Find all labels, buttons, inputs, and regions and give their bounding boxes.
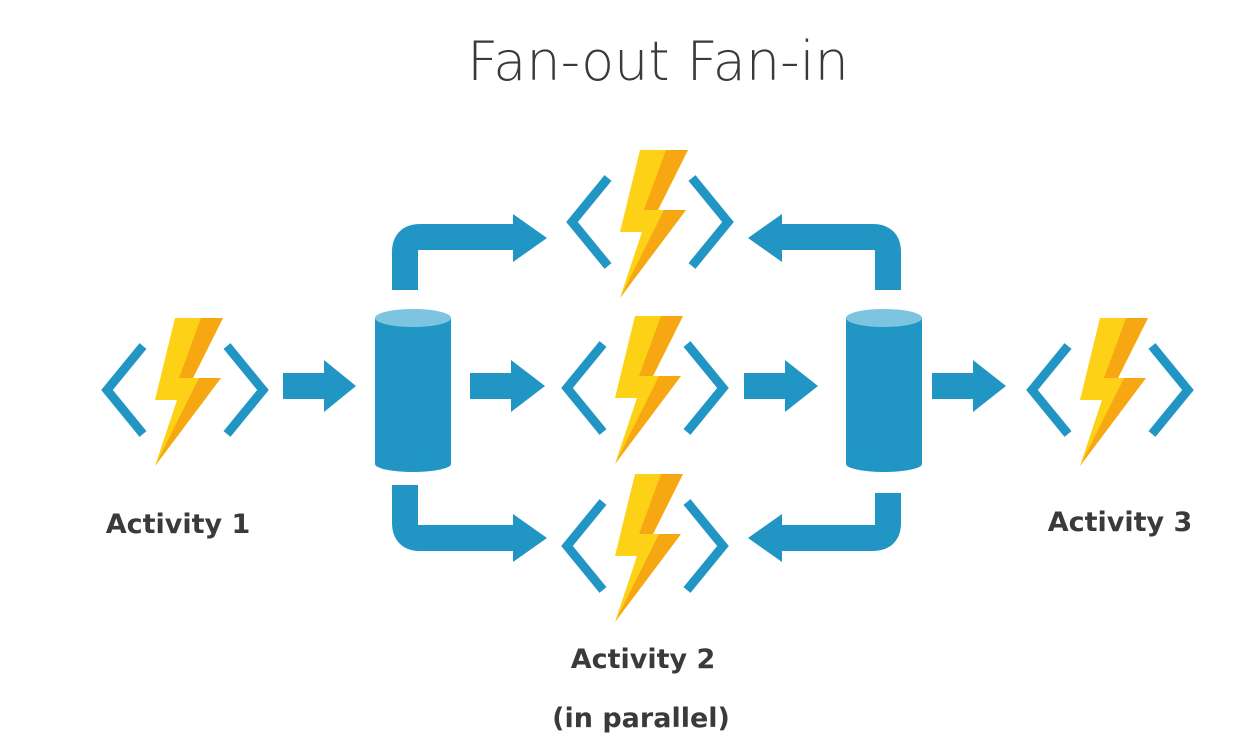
arrow-middle-function-to-queue [744, 360, 818, 412]
activity-3-label: Activity 3 [1048, 507, 1193, 538]
arrow-queue-to-activity3 [932, 360, 1006, 412]
diagram-title: Fan-out Fan-in [467, 30, 849, 93]
arrow-fan-in-bottom [748, 493, 901, 562]
arrow-activity1-to-queue [283, 360, 356, 412]
arrow-fan-in-top [748, 214, 901, 290]
activity-2-note: (in parallel) [552, 703, 730, 734]
azure-function-icon [567, 474, 723, 622]
arrow-queue-to-middle-function [470, 360, 545, 412]
arrow-fan-out-top [392, 214, 547, 290]
fan-out-queue-cylinder-icon [375, 309, 451, 472]
arrow-fan-out-bottom [392, 485, 547, 562]
azure-function-icon [567, 316, 723, 464]
activity-2-label: Activity 2 [571, 644, 716, 675]
activity-1-label: Activity 1 [106, 509, 251, 540]
azure-function-icon [1032, 318, 1188, 466]
azure-function-icon [107, 318, 263, 466]
azure-function-icon [572, 150, 728, 298]
fan-in-queue-cylinder-icon [846, 309, 922, 472]
